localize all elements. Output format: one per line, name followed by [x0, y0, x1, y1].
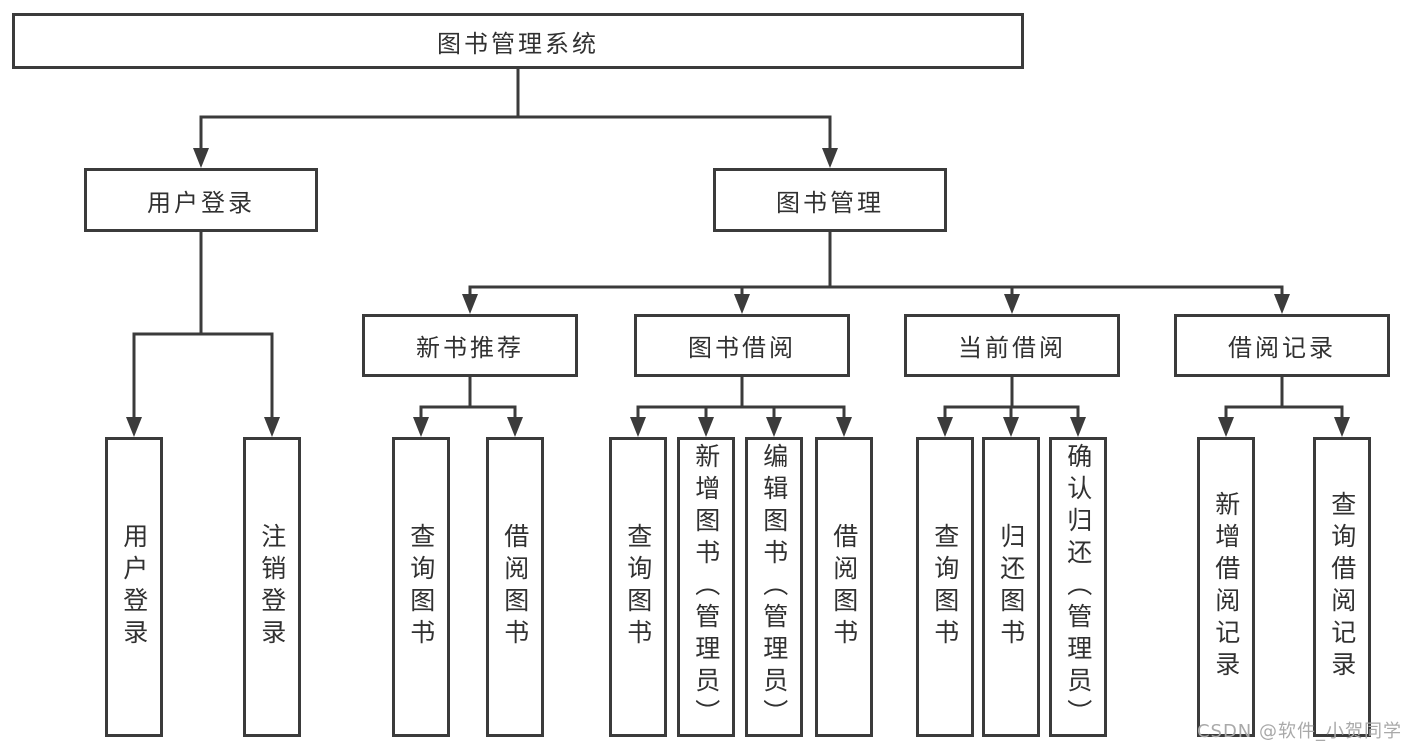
leaf-borrow-books: 借阅图书	[486, 437, 544, 737]
arrow-down-icon	[698, 417, 714, 437]
leaf-return-books: 归还图书	[982, 437, 1040, 737]
leaf-logout: 注销登录	[243, 437, 301, 737]
leaf-query-books: 查询图书	[609, 437, 667, 737]
connector-book-borrow-to-leaves	[630, 375, 852, 437]
arrow-down-icon	[1004, 294, 1020, 314]
connector-borrow-records-to-leaves	[1218, 375, 1350, 437]
leaf-add-books-admin: 新增图书（管理员）	[677, 437, 735, 737]
csdn-watermark: CSDN @软件_小贺同学	[1196, 721, 1402, 742]
arrow-down-icon	[630, 417, 646, 437]
connector-current-borrow-to-leaves	[937, 375, 1086, 437]
arrow-down-icon	[937, 417, 953, 437]
arrow-down-icon	[822, 148, 838, 168]
node-root-library-system: 图书管理系统	[12, 13, 1024, 69]
connector-new-book-rec-to-leaves	[413, 375, 523, 437]
node-book-management: 图书管理	[713, 168, 947, 232]
arrow-down-icon	[507, 417, 523, 437]
arrow-down-icon	[126, 417, 142, 437]
arrow-down-icon	[1070, 417, 1086, 437]
arrow-down-icon	[264, 417, 280, 437]
node-borrow-records: 借阅记录	[1174, 314, 1390, 377]
arrow-down-icon	[1274, 294, 1290, 314]
arrow-down-icon	[413, 417, 429, 437]
node-user-login: 用户登录	[84, 168, 318, 232]
leaf-query-books: 查询图书	[916, 437, 974, 737]
arrow-down-icon	[1003, 417, 1019, 437]
arrow-down-icon	[193, 148, 209, 168]
arrow-down-icon	[1334, 417, 1350, 437]
arrow-down-icon	[766, 417, 782, 437]
leaf-add-borrow-record: 新增借阅记录	[1197, 437, 1255, 737]
arrow-down-icon	[734, 294, 750, 314]
leaf-confirm-return-admin: 确认归还（管理员）	[1049, 437, 1107, 737]
connector-book-mgmt-to-level3	[462, 230, 1290, 314]
arrow-down-icon	[462, 294, 478, 314]
leaf-user-login: 用户登录	[105, 437, 163, 737]
connector-root-to-level2	[193, 67, 838, 168]
arrow-down-icon	[1218, 417, 1234, 437]
node-current-borrow: 当前借阅	[904, 314, 1120, 377]
arrow-down-icon	[836, 417, 852, 437]
leaf-borrow-books: 借阅图书	[815, 437, 873, 737]
node-new-book-recommend: 新书推荐	[362, 314, 578, 377]
node-book-borrow: 图书借阅	[634, 314, 850, 377]
leaf-query-borrow-record: 查询借阅记录	[1313, 437, 1371, 737]
connector-user-login-to-leaves	[126, 230, 280, 437]
leaf-edit-books-admin: 编辑图书（管理员）	[745, 437, 803, 737]
leaf-query-books: 查询图书	[392, 437, 450, 737]
